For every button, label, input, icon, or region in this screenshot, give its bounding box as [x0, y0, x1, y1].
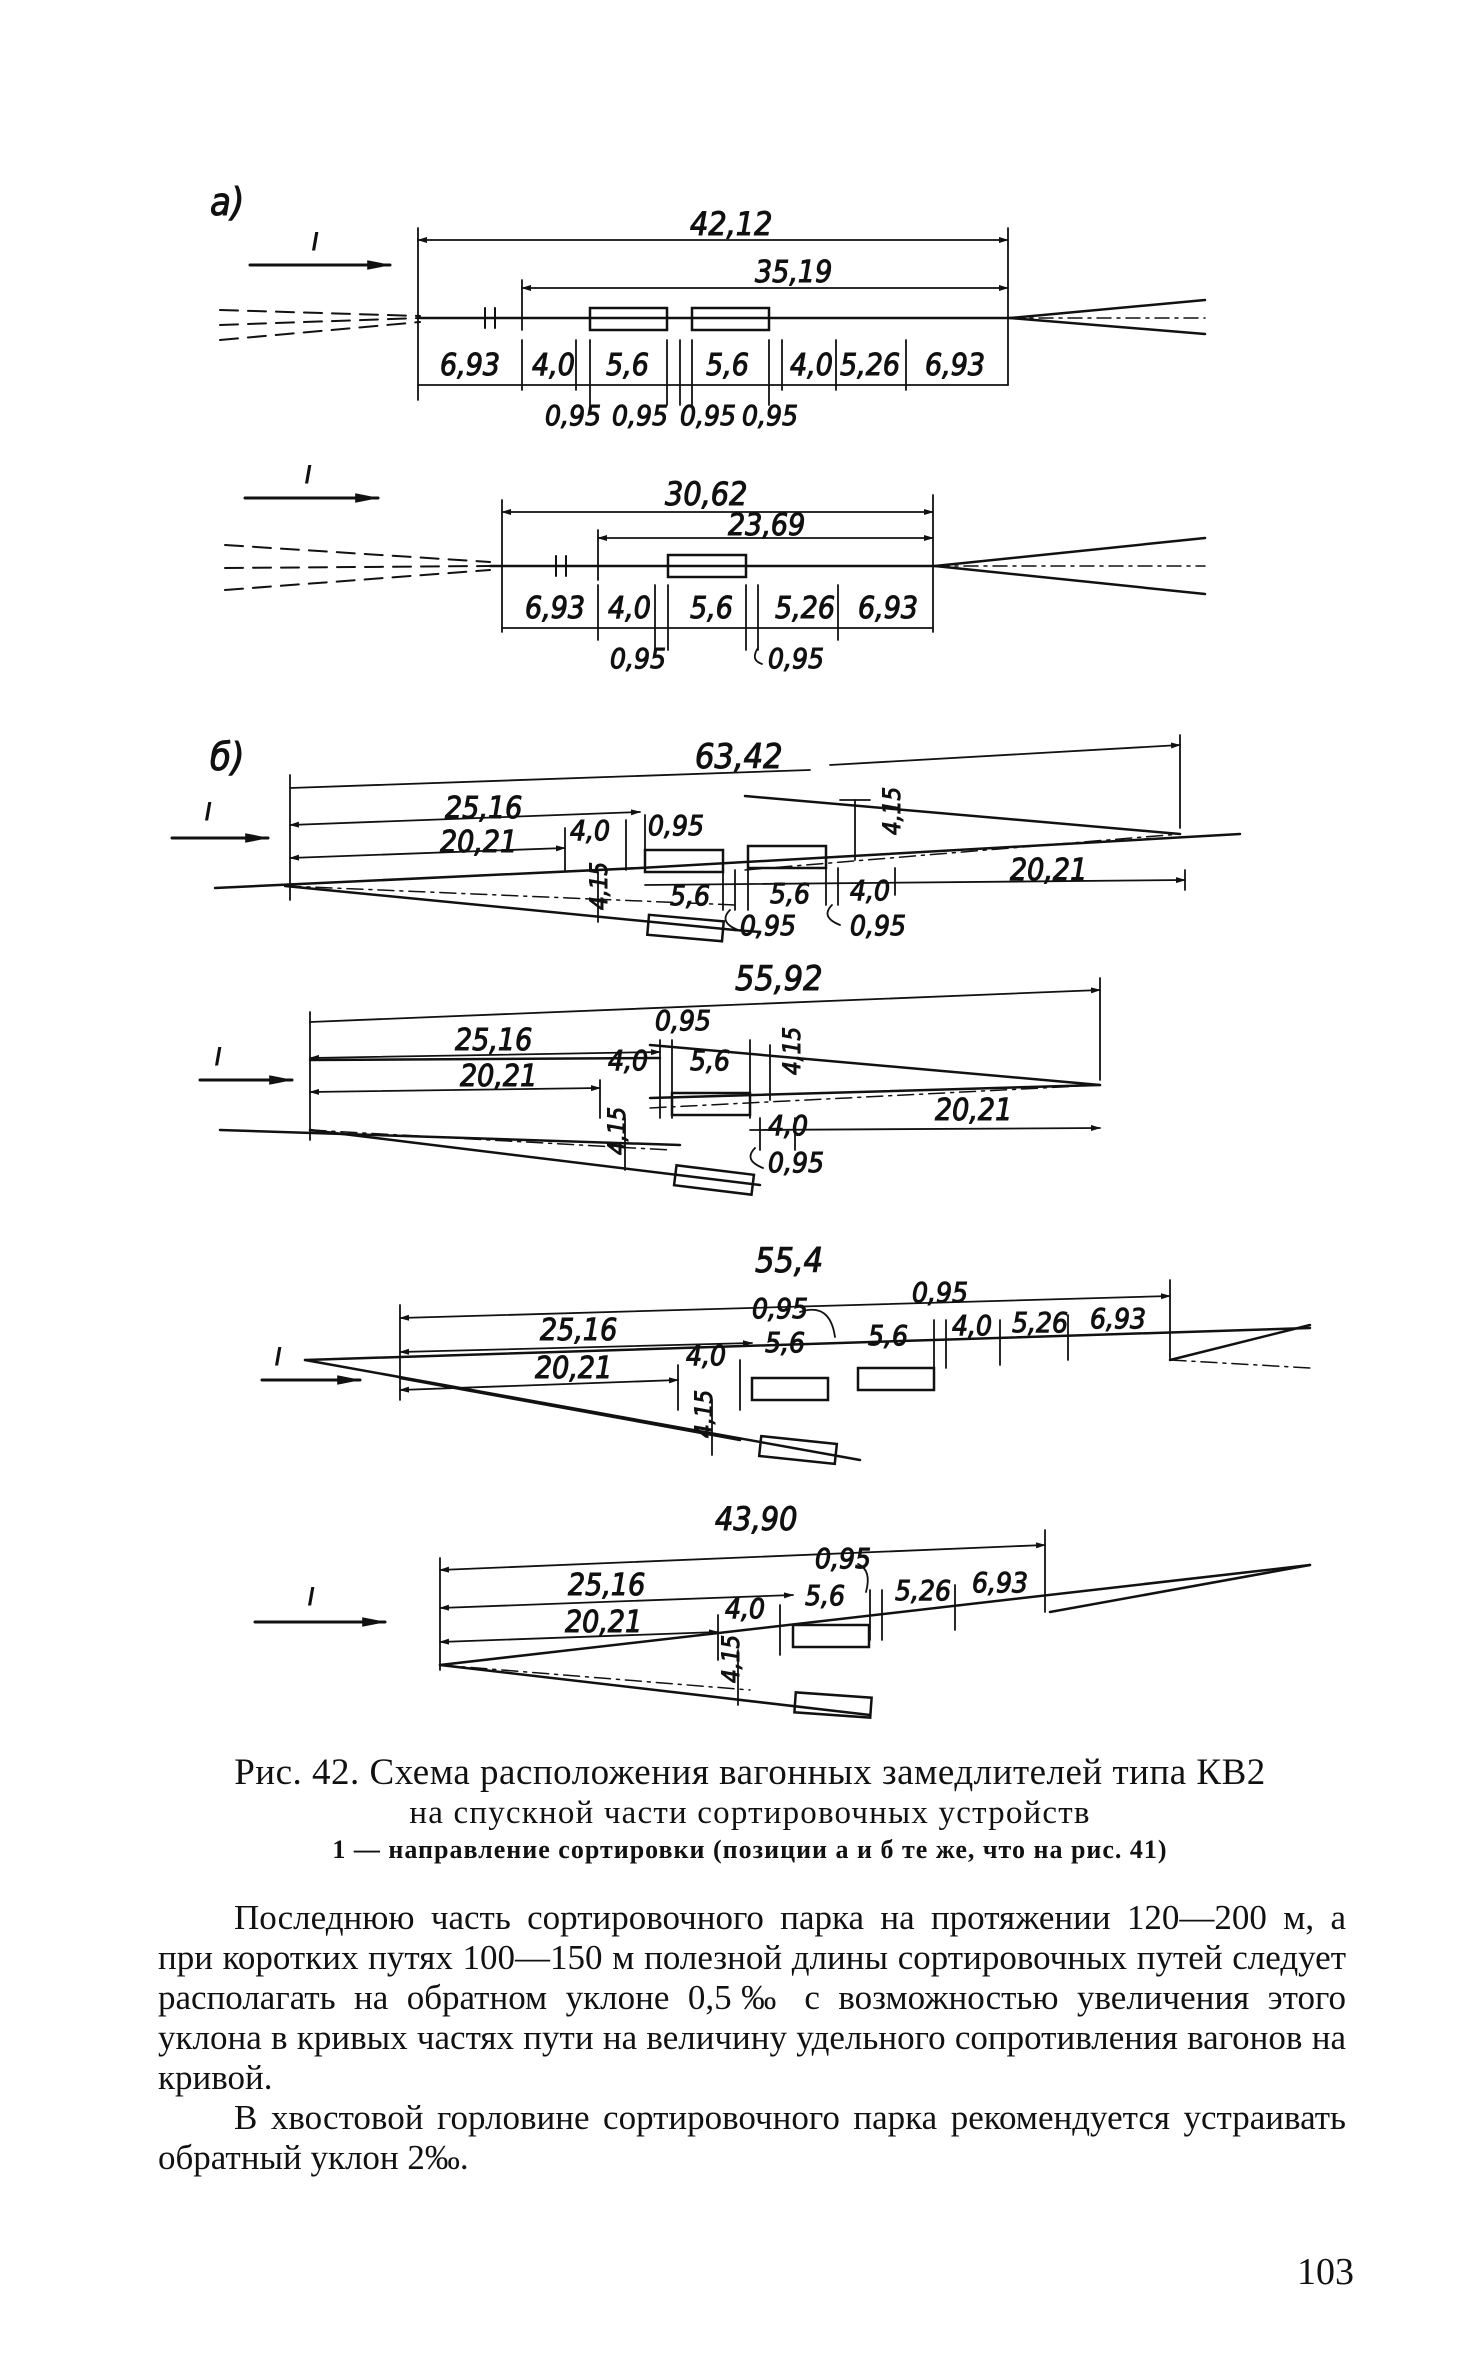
b1-dim-0-95-top: 0,95 [648, 809, 704, 842]
b2-dim-4-15-left: 4,15 [603, 1107, 631, 1155]
a2-seg-5: 6,93 [858, 591, 918, 626]
retarder-layout-figure: а) I 42,12 35,19 [170, 180, 1312, 1719]
direction-label: I [215, 1043, 221, 1071]
a1-total-dim: 42,12 [690, 205, 772, 243]
b2-dim-0-95-top: 0,95 [655, 1004, 711, 1037]
b4-dim-5-26: 5,26 [895, 1574, 951, 1607]
a1-seg-5: 4,0 [790, 348, 833, 383]
b4-dim-25-16: 25,16 [568, 1568, 645, 1603]
a1-seg-6: 5,26 [840, 348, 900, 383]
b3-dim-25-16: 25,16 [540, 1313, 617, 1348]
b3-dim-4-0-right: 4,0 [952, 1309, 992, 1342]
a2-total-dim: 30,62 [665, 475, 747, 513]
b1-dim-0-95-a: 0,95 [740, 909, 796, 942]
a1-seg-7: 6,93 [925, 348, 985, 383]
b1-dim-20-21: 20,21 [440, 825, 517, 860]
panel-b-diagram-4: I 43,90 25,16 20,21 4,0 0,95 5,6 5,26 6,… [253, 1500, 1312, 1719]
b3-dim-4-15: 4,15 [690, 1390, 718, 1438]
b1-dim-4-0-right: 4,0 [850, 874, 890, 907]
a1-seg-2: 4,0 [532, 348, 575, 383]
b4-dim-5-6: 5,6 [805, 1579, 845, 1612]
caption-subtitle: на спускной части сортировочных устройст… [409, 1795, 1091, 1831]
a1-gap-3: 0,95 [680, 399, 736, 432]
direction-label: I [305, 461, 311, 489]
b3-dim-20-21: 20,21 [535, 1351, 612, 1386]
caption-title: Рис. 42. Схема расположения вагонных зам… [234, 1752, 1266, 1793]
b2-dim-20-21: 20,21 [460, 1059, 537, 1094]
a1-seg-1: 6,93 [440, 348, 500, 383]
panel-label-a: а) [210, 180, 244, 224]
panel-a-bottom-diagram: I 30,62 23,69 6,93 4,0 5,6 5,26 6,93 [224, 461, 1207, 676]
paragraph-2: В хвостовой горловине сортировочного пар… [158, 2098, 1346, 2177]
b1-dim-5-6-b: 5,6 [770, 877, 810, 910]
a2-seg-4: 5,26 [775, 591, 835, 626]
b3-dim-5-6-a: 5,6 [765, 1326, 805, 1359]
a1-seg-3: 5,6 [606, 348, 649, 383]
b2-dim-4-15-right: 4,15 [778, 1027, 806, 1075]
b3-dim-4-0: 4,0 [686, 1339, 726, 1372]
b1-dim-4-15-right: 4,15 [878, 787, 906, 835]
b1-dim-25-16: 25,16 [445, 791, 522, 826]
b3-dim-0-95-b: 0,95 [912, 1276, 968, 1309]
a1-gap-4: 0,95 [742, 399, 798, 432]
panel-a-top-diagram: а) I 42,12 35,19 [210, 180, 1207, 433]
a2-gap-1: 0,95 [610, 642, 666, 675]
b3-dim-0-95-a: 0,95 [752, 1292, 808, 1325]
a1-gap-2: 0,95 [612, 399, 668, 432]
b2-dim-5-6: 5,6 [690, 1044, 730, 1077]
b1-total-dim: 63,42 [695, 737, 783, 777]
b1-dim-0-95-b: 0,95 [850, 909, 906, 942]
a1-gap-1: 0,95 [545, 399, 601, 432]
b3-dim-5-6-b: 5,6 [868, 1319, 908, 1352]
direction-label: I [275, 1343, 281, 1371]
a1-seg-4: 5,6 [706, 348, 749, 383]
b2-dim-20-21-right: 20,21 [935, 1093, 1012, 1128]
a2-seg-1: 6,93 [525, 591, 585, 626]
a2-seg-2: 4,0 [608, 591, 651, 626]
b4-dim-4-15: 4,15 [717, 1635, 745, 1683]
b3-dim-5-26: 5,26 [1012, 1306, 1068, 1339]
b1-dim-4-15-left: 4,15 [585, 862, 613, 910]
b3-total-dim: 55,4 [755, 1241, 823, 1281]
panel-b-diagram-1: б) I 63,42 25,16 20,21 4,0 0,95 4,15 4,1… [170, 734, 1242, 943]
a2-seg-3: 5,6 [690, 591, 733, 626]
b4-dim-6-93: 6,93 [972, 1566, 1028, 1599]
direction-label: I [308, 1583, 314, 1611]
page-number: 103 [1297, 2251, 1354, 2293]
b1-dim-4-0: 4,0 [570, 814, 610, 847]
direction-label: I [312, 228, 318, 256]
b2-total-dim: 55,92 [735, 959, 823, 999]
paragraph-1: Последнюю часть сортировочного парка на … [158, 1898, 1346, 2097]
a2-sub-dim: 23,69 [728, 508, 805, 543]
b4-total-dim: 43,90 [715, 1500, 797, 1538]
figure-caption: Рис. 42. Схема расположения вагонных зам… [160, 1752, 1340, 1868]
a2-gap-2: 0,95 [768, 642, 824, 675]
direction-label: I [205, 798, 211, 826]
caption-legend: 1 — направление сортировки (позиции а и … [332, 1835, 1168, 1864]
b2-dim-0-95: 0,95 [768, 1146, 824, 1179]
b4-dim-4-0: 4,0 [725, 1592, 765, 1625]
b1-dim-20-21-right: 20,21 [1010, 853, 1087, 888]
panel-b-diagram-3: I 55,4 25,16 20,21 4,0 0,95 5,6 0,95 5,6 [260, 1241, 1312, 1466]
b3-dim-6-93: 6,93 [1090, 1302, 1146, 1335]
panel-b-diagram-2: I 55,92 25,16 20,21 4,0 0,95 5,6 4,15 4,… [198, 959, 1102, 1197]
b2-dim-4-0-right: 4,0 [768, 1109, 808, 1142]
b2-dim-4-0: 4,0 [608, 1044, 648, 1077]
a1-sub-dim: 35,19 [755, 255, 832, 290]
b1-dim-5-6-a: 5,6 [670, 879, 710, 912]
body-text: Последнюю часть сортировочного парка на … [158, 1898, 1346, 2178]
panel-label-b: б) [210, 735, 244, 779]
b2-dim-25-16: 25,16 [455, 1023, 532, 1058]
b4-dim-0-95: 0,95 [815, 1542, 871, 1575]
b4-dim-20-21: 20,21 [565, 1605, 642, 1640]
